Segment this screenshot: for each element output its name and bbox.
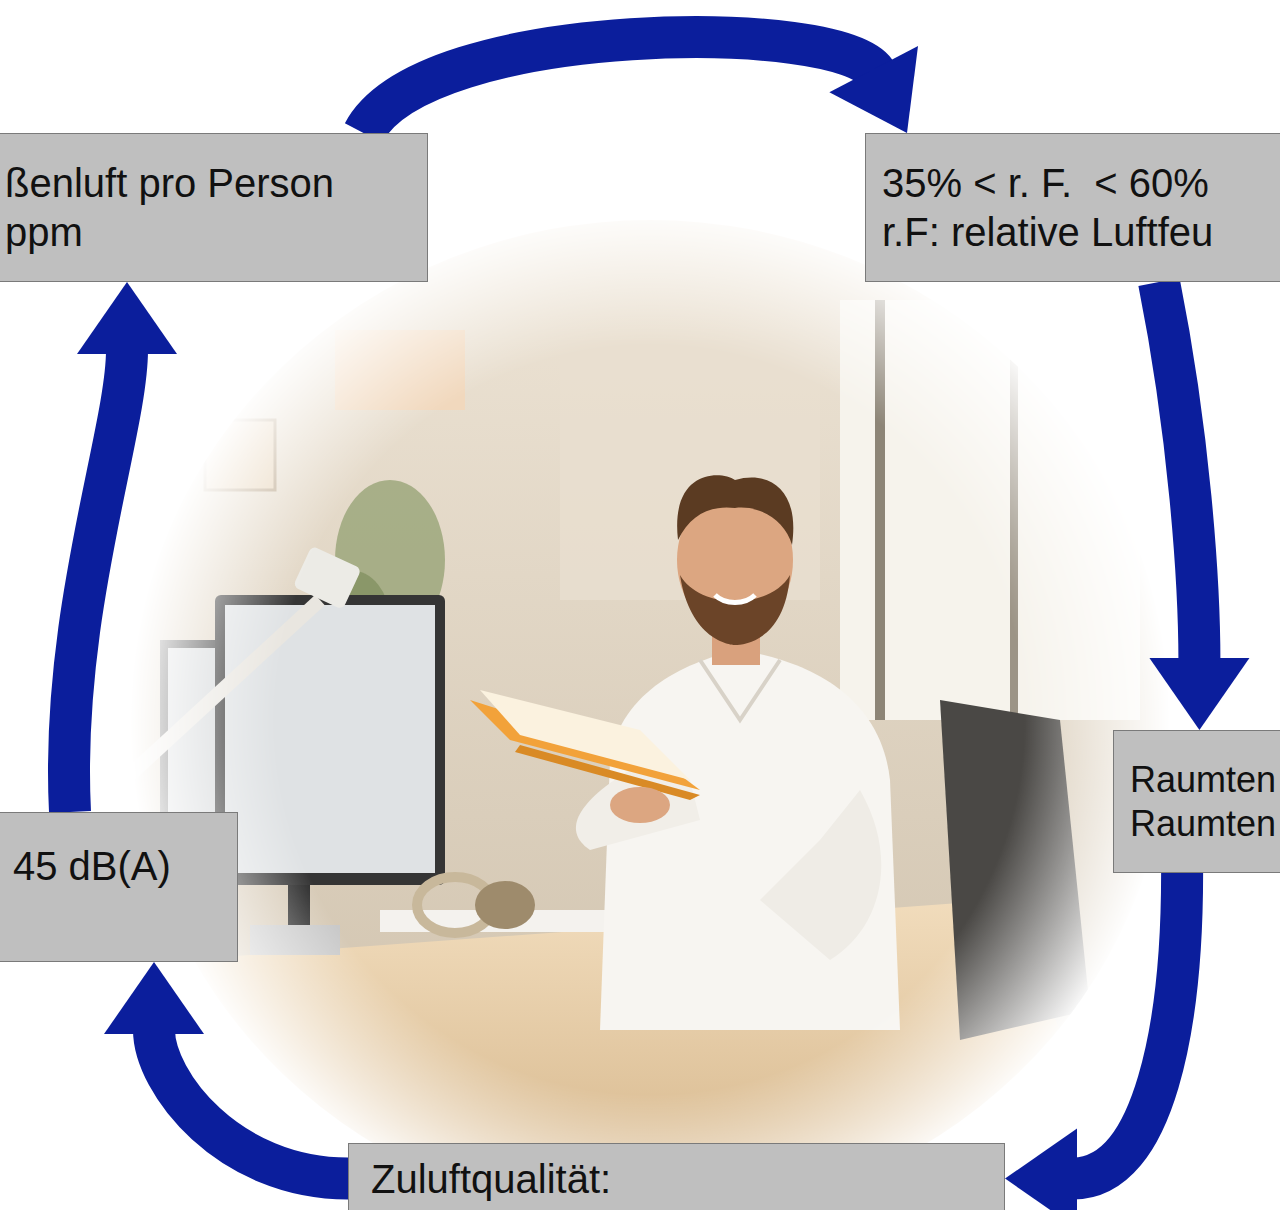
- arrow-head: [77, 282, 177, 354]
- box-text: Zuluftqualität:: [371, 1155, 611, 1204]
- box-text: Raumten: [1130, 802, 1276, 846]
- cycle-arrow: [1005, 873, 1182, 1210]
- box-text: ßenluft pro Person: [5, 159, 334, 208]
- text-box: 35% < r. F. < 60%r.F: relative Luftfeu: [865, 133, 1280, 282]
- box-text: Raumten: [1130, 758, 1276, 802]
- box-text: r.F: relative Luftfeu: [882, 208, 1213, 257]
- text-box: RaumtenRaumten: [1113, 730, 1280, 873]
- arrow-head: [1005, 1129, 1077, 1210]
- text-box: 45 dB(A): [0, 812, 238, 962]
- arrow-head: [1149, 658, 1249, 730]
- cycle-arrow: [1149, 282, 1249, 730]
- arrow-head: [829, 46, 918, 133]
- arrow-body: [154, 1030, 348, 1179]
- cycle-arrow: [69, 282, 177, 812]
- box-text: 45 dB(A): [13, 842, 171, 891]
- arrow-body: [1159, 282, 1199, 662]
- box-text: 35% < r. F. < 60%: [882, 159, 1209, 208]
- photo-scene: [0, 180, 1280, 1210]
- text-box: Zuluftqualität:: [348, 1143, 1005, 1210]
- arrow-body: [69, 350, 127, 812]
- text-box: ßenluft pro Personppm: [0, 133, 428, 282]
- cycle-arrow: [104, 962, 348, 1179]
- cycle-arrow: [364, 37, 919, 133]
- arrow-body: [364, 37, 876, 133]
- arrow-head: [104, 962, 204, 1034]
- box-text: ppm: [5, 208, 83, 257]
- arrow-body: [1073, 873, 1182, 1179]
